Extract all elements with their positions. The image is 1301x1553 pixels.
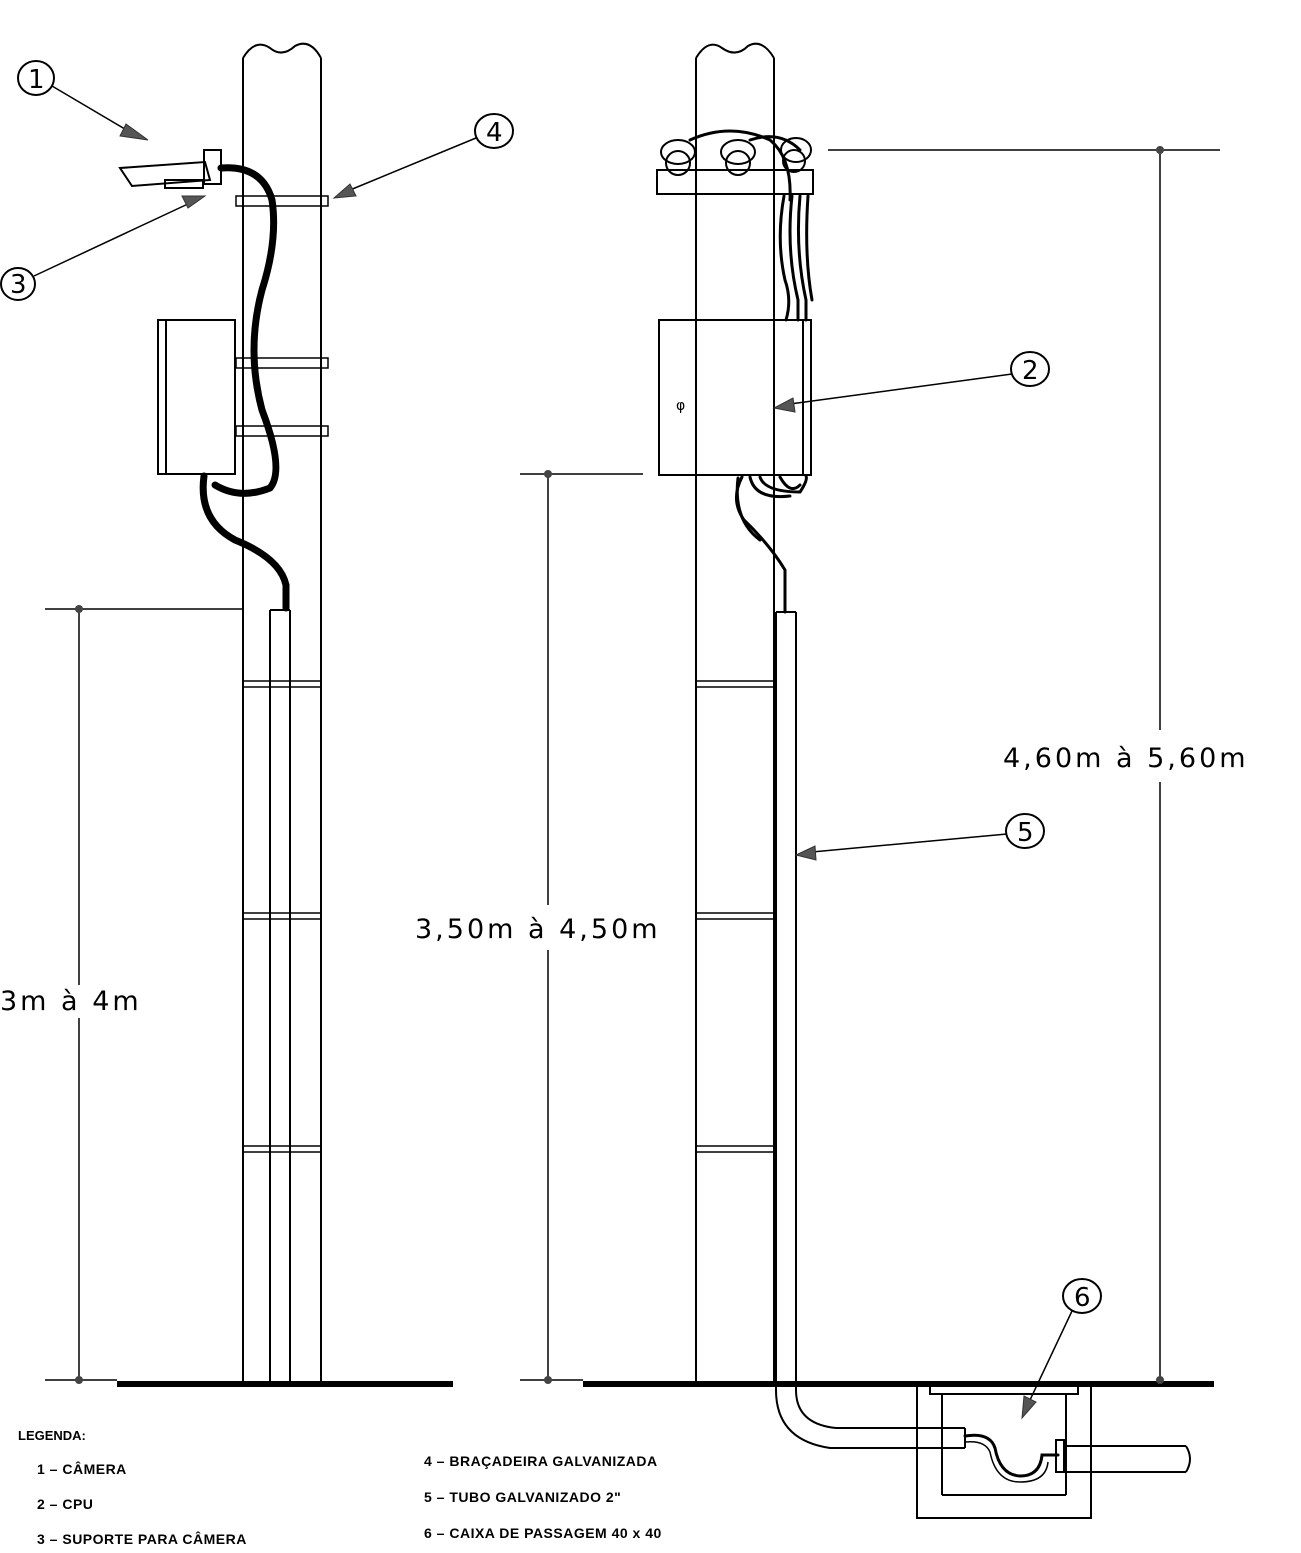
callout-6-number: 6 bbox=[1074, 1283, 1091, 1313]
callout-4: 4 bbox=[332, 113, 514, 199]
cpu-lock-icon: φ bbox=[676, 398, 685, 414]
outgoing-tube bbox=[1066, 1445, 1191, 1473]
right-pole bbox=[695, 42, 775, 1382]
left-cables bbox=[199, 164, 290, 612]
left-tube bbox=[242, 609, 322, 1382]
legend-item-1: 1 – CÂMERA bbox=[37, 1460, 127, 1477]
legend-item-2: 2 – CPU bbox=[37, 1496, 93, 1512]
right-tube bbox=[695, 611, 966, 1449]
right-lower-cables bbox=[735, 474, 808, 614]
camera bbox=[118, 149, 222, 189]
callout-1: 1 bbox=[17, 60, 149, 141]
right-dimension bbox=[828, 146, 1220, 1384]
callout-4-number: 4 bbox=[486, 118, 503, 148]
dome-camera-right bbox=[780, 137, 812, 173]
callout-6: 6 bbox=[1021, 1278, 1102, 1420]
right-cpu-box: φ bbox=[658, 319, 812, 476]
callout-2: 2 bbox=[772, 351, 1050, 413]
middle-height-label: 3,50m à 4,50m bbox=[415, 914, 661, 945]
pass-through-box bbox=[916, 1381, 1092, 1519]
callout-5-number: 5 bbox=[1017, 818, 1034, 848]
callout-2-number: 2 bbox=[1022, 356, 1039, 386]
right-height-label: 4,60m à 5,60m bbox=[1003, 743, 1249, 774]
callout-3-number: 3 bbox=[10, 270, 27, 300]
right-upper-cables bbox=[778, 194, 814, 322]
left-dimension bbox=[45, 605, 243, 1384]
callout-3: 3 bbox=[0, 195, 207, 301]
middle-dimension bbox=[520, 470, 643, 1384]
left-cpu-box bbox=[157, 319, 236, 475]
dome-camera-middle bbox=[720, 139, 756, 176]
legend-title: LEGENDA: bbox=[18, 1428, 86, 1443]
legend-item-3: 3 – SUPORTE PARA CÂMERA bbox=[37, 1530, 247, 1547]
legend-item-4: 4 – BRAÇADEIRA GALVANIZADA bbox=[424, 1453, 658, 1469]
left-pole-clamps bbox=[235, 195, 329, 437]
dome-camera-left bbox=[660, 139, 696, 176]
callout-5: 5 bbox=[794, 813, 1045, 861]
legend-item-6: 6 – CAIXA DE PASSAGEM 40 x 40 bbox=[424, 1525, 662, 1541]
right-camera-mount bbox=[656, 129, 814, 202]
callout-1-number: 1 bbox=[28, 65, 45, 95]
left-pole bbox=[242, 42, 322, 1382]
legend: LEGENDA: 1 – CÂMERA 2 – CPU 3 – SUPORTE … bbox=[18, 1428, 662, 1547]
left-height-label: 3m à 4m bbox=[0, 986, 142, 1017]
legend-item-5: 5 – TUBO GALVANIZADO 2" bbox=[424, 1489, 621, 1505]
